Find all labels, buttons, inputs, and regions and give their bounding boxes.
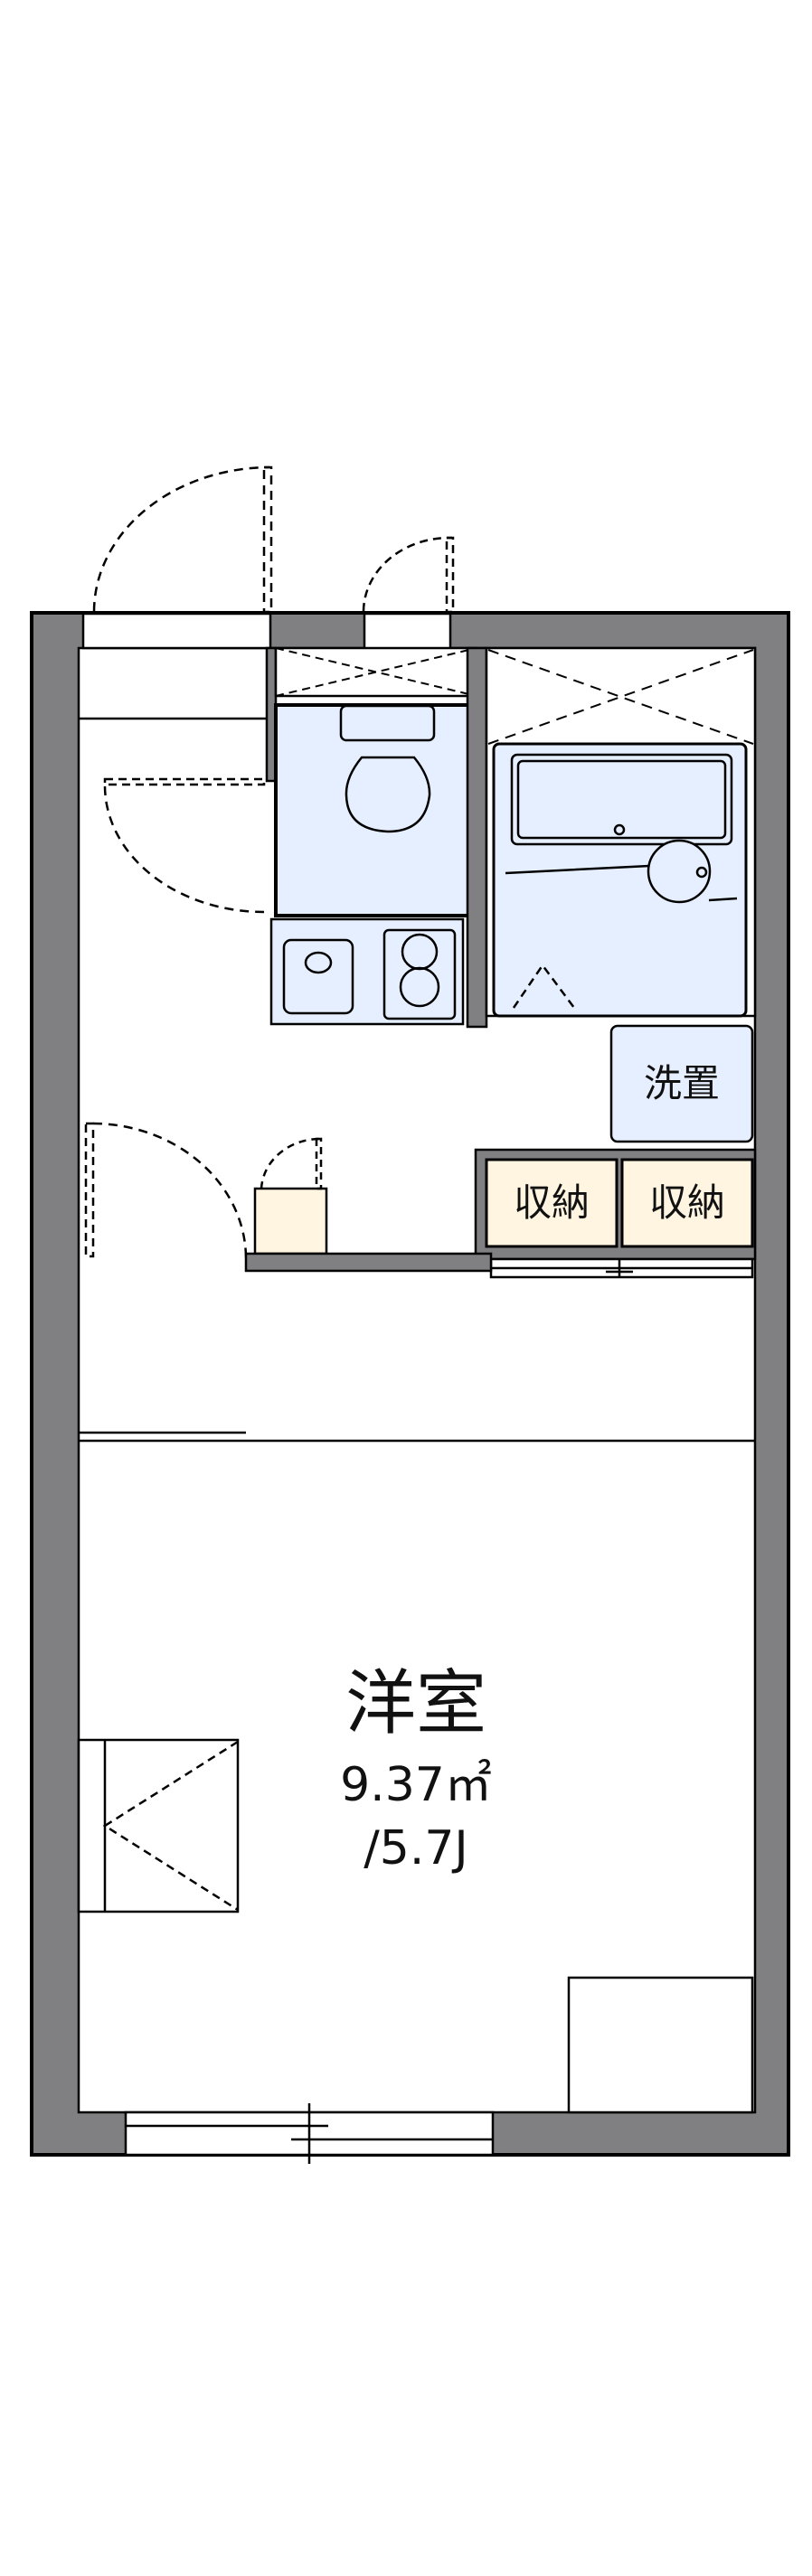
washer-label: 洗置 bbox=[643, 1061, 720, 1105]
burner-icon bbox=[399, 966, 440, 1008]
toilet-door-swing bbox=[103, 785, 265, 914]
wash-basin bbox=[647, 839, 712, 904]
bathtub bbox=[510, 753, 733, 846]
sofa-bed bbox=[77, 1738, 240, 1913]
small-door-leaf bbox=[445, 536, 455, 614]
storage-label: 収納 bbox=[513, 1180, 590, 1225]
room-size-jo: /5.7J bbox=[364, 1821, 468, 1876]
room-name: 洋室 bbox=[345, 1663, 486, 1744]
entrance-door-leaf bbox=[262, 465, 273, 614]
toilet-bowl bbox=[345, 756, 431, 833]
entrance-door-swing bbox=[92, 465, 270, 612]
entrance-opening bbox=[81, 612, 272, 650]
room-door-swing bbox=[92, 1122, 248, 1263]
storage-label: 収納 bbox=[648, 1180, 725, 1225]
washer-space bbox=[609, 1024, 754, 1143]
desk bbox=[567, 1976, 754, 2114]
storage-1 bbox=[485, 1158, 618, 1248]
drain bbox=[304, 951, 333, 974]
storage-2 bbox=[620, 1158, 754, 1248]
shoe-box-door-swing bbox=[260, 1137, 321, 1189]
bath-wall bbox=[466, 646, 488, 1029]
room-wall bbox=[244, 1252, 493, 1273]
sink bbox=[282, 938, 354, 1015]
toilet-tank bbox=[339, 704, 436, 742]
shoe-box bbox=[253, 1187, 328, 1255]
small-door-swing bbox=[362, 536, 453, 612]
room-area: 9.37㎡ bbox=[340, 1758, 492, 1812]
